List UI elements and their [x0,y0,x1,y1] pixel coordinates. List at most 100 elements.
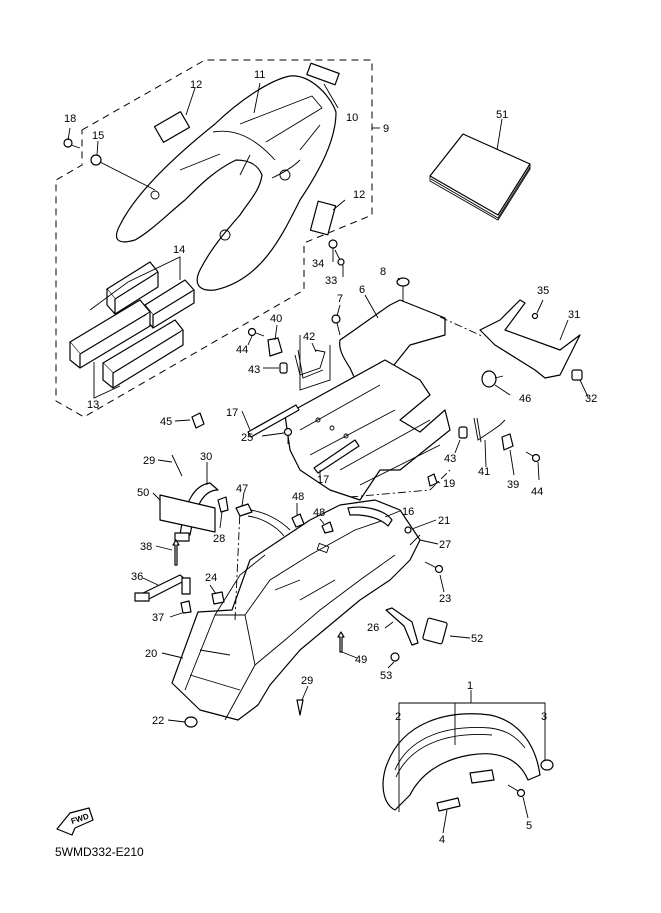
rivet-38 [172,539,180,566]
rivet-35 [531,312,539,320]
callout-6: 6 [359,284,365,296]
collar-43-left [279,362,288,374]
bolt-7 [331,314,341,336]
callout-51: 51 [496,109,508,121]
callout-16: 16 [402,506,414,518]
clamp-48-lower [321,521,334,534]
rear-fender [171,499,421,721]
bolt-44-right [525,451,541,463]
rivet-49 [337,631,345,653]
callout-25: 25 [241,432,253,444]
callout-14: 14 [173,244,185,256]
clip-19 [427,473,438,487]
callout-44-right: 44 [531,486,543,498]
seat-cowling [115,75,337,291]
screw-33 [334,249,345,266]
dampers-13-14 [69,256,195,399]
callout-11: 11 [254,69,265,81]
callout-49: 49 [355,654,367,666]
callout-39: 39 [507,479,519,491]
clamp-47 [235,503,291,537]
callout-44-left: 44 [236,344,248,356]
callout-37: 37 [152,612,164,624]
wire-41 [473,417,506,443]
callout-17-lower: 17 [317,474,329,486]
collar-21 [404,526,412,534]
callout-labels: 1 2 3 4 5 6 7 8 9 10 11 12 12 13 14 15 1… [64,69,597,846]
callout-52: 52 [471,633,483,645]
flap-31 [439,299,581,379]
holder-46 [481,370,504,388]
seat-lock-39 [501,433,514,451]
callout-36: 36 [131,571,143,583]
callout-24: 24 [205,572,217,584]
rivet-29-upper [171,454,183,477]
damper-8 [396,277,410,302]
callout-42: 42 [303,331,315,343]
callout-34: 34 [312,258,324,270]
rear-frame-stay [284,299,451,501]
callout-38: 38 [140,541,152,553]
damper-17-upper [247,404,300,438]
callout-9: 9 [383,123,389,135]
bolt-18 [63,138,81,149]
callout-35: 35 [537,285,549,297]
callout-53: 53 [380,670,392,682]
callout-22: 22 [152,715,164,727]
fwd-arrow-icon: FWD [56,807,94,836]
callout-27: 27 [439,539,451,551]
fender-bracket-right [469,769,495,784]
callout-23: 23 [439,593,451,605]
callout-29-lower: 29 [301,675,313,687]
bracket-26 [385,607,419,646]
callout-48-lower: 48 [313,507,325,519]
fender-bracket-4 [436,797,461,812]
callout-1: 1 [467,680,473,692]
callout-12-right: 12 [353,189,365,201]
emblem-10 [306,62,340,86]
front-fender [382,713,554,811]
callout-4: 4 [439,834,445,846]
bolt-44-left [247,327,265,337]
callout-29-upper: 29 [143,455,155,467]
cover-50 [159,494,216,533]
callout-43-right: 43 [444,453,456,465]
cap-22 [184,716,198,728]
callout-2: 2 [395,711,401,723]
callout-47: 47 [236,483,248,495]
callout-13: 13 [87,399,99,411]
callout-46: 46 [519,393,531,405]
nut-32 [571,369,583,381]
wire-42 [294,349,326,379]
callout-31: 31 [568,309,580,321]
callout-20: 20 [145,648,157,660]
callout-48-upper: 48 [292,491,304,503]
clamp-48-upper [291,513,305,528]
callout-33: 33 [325,275,337,287]
grommet-34 [328,239,338,249]
seat-lock-40 [267,337,283,357]
bolt-23 [424,561,444,574]
collar-43-right [458,426,468,439]
emblem-12-right [309,200,337,236]
callout-3: 3 [541,711,547,723]
callout-50: 50 [137,487,149,499]
nut-24 [211,591,225,605]
callout-12-left: 12 [190,79,202,91]
callout-8: 8 [380,266,386,278]
damper-16 [347,506,393,527]
diagram-code: 5WMD332-E210 [55,845,144,859]
callout-40: 40 [270,313,282,325]
emblem-12-left [153,111,191,143]
bracket-37 [180,600,192,614]
callout-15: 15 [92,130,104,142]
callout-18: 18 [64,113,76,125]
callout-41: 41 [478,466,490,478]
callout-7: 7 [337,293,343,305]
band-36 [134,574,191,602]
leader-lines [67,82,589,834]
callout-19: 19 [443,478,455,490]
rivet-29-lower [296,699,304,716]
rivet-27 [409,534,421,546]
